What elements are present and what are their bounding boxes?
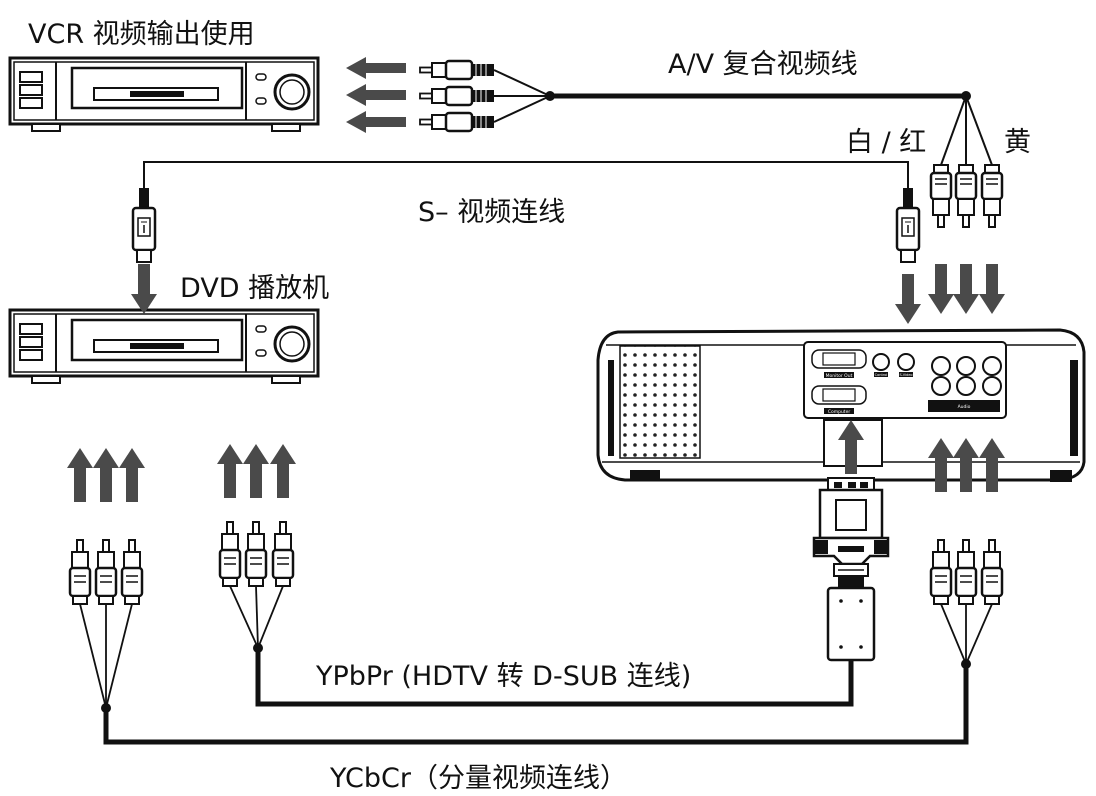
rca-plug-icon	[244, 520, 268, 588]
projector-input-arrows-top	[895, 264, 1005, 324]
yellow-label: 黄	[1004, 127, 1031, 158]
rca-plug-icon	[418, 111, 496, 133]
control-port-label: Control	[875, 373, 888, 377]
rca-plug-icon	[271, 520, 295, 588]
rca-plug-icon	[418, 59, 496, 81]
svideo-plug-icon	[895, 186, 921, 264]
arrow-icon	[217, 444, 243, 498]
rca-plug-icon	[68, 538, 92, 606]
rca-plug-icon	[418, 85, 496, 107]
arrow-icon	[953, 264, 979, 314]
projector-icon: Monitor Out Computer Control S-Video Aud…	[596, 328, 1086, 482]
svideo-cable	[131, 161, 921, 314]
dsub-connector-icon	[812, 420, 890, 662]
ycbcr-cable	[67, 438, 1005, 745]
arrow-icon	[346, 111, 406, 133]
arrow-icon	[93, 448, 119, 502]
svideo-cable-label: S– 视频连线	[418, 197, 566, 228]
vcr-device-icon	[8, 56, 320, 133]
rca-plug-icon	[218, 520, 242, 588]
svideo-plug-icon	[131, 186, 157, 264]
rca-plug-icon	[120, 538, 144, 606]
audio-port-label: Audio	[958, 404, 971, 410]
rca-plug-icon	[929, 163, 953, 229]
arrow-icon	[346, 84, 406, 106]
arrow-icon	[131, 264, 157, 314]
arrow-icon	[979, 264, 1005, 314]
rca-plug-icon	[980, 163, 1004, 229]
ypbpr-cable	[217, 444, 854, 707]
rca-plug-icon	[954, 538, 978, 606]
vcr-label: VCR 视频输出使用	[28, 19, 255, 50]
arrow-icon	[895, 274, 921, 324]
arrow-icon	[243, 444, 269, 498]
rca-plug-icon	[954, 163, 978, 229]
arrow-icon	[67, 448, 93, 502]
ycbcr-cable-label: YCbCr（分量视频连线）	[330, 763, 627, 794]
arrow-icon	[346, 57, 406, 79]
vcr-input-arrows	[346, 57, 406, 133]
rca-plug-icon	[94, 538, 118, 606]
computer-port-label: Computer	[828, 409, 851, 415]
av-cable	[418, 59, 1004, 229]
arrow-icon	[928, 264, 954, 314]
dvd-device-icon	[8, 308, 320, 385]
dvd-label: DVD 播放机	[180, 273, 330, 304]
monitor-out-port-label: Monitor Out	[826, 373, 853, 379]
ypbpr-cable-label: YPbPr (HDTV 转 D-SUB 连线)	[316, 661, 692, 692]
white-red-label: 白 / 红	[846, 127, 927, 158]
arrow-icon	[119, 448, 145, 502]
svideo-port-label: S-Video	[899, 373, 912, 377]
av-cable-label: A/V 复合视频线	[668, 49, 858, 80]
rca-plug-icon	[929, 538, 953, 606]
arrow-icon	[270, 444, 296, 498]
rca-plug-icon	[980, 538, 1004, 606]
